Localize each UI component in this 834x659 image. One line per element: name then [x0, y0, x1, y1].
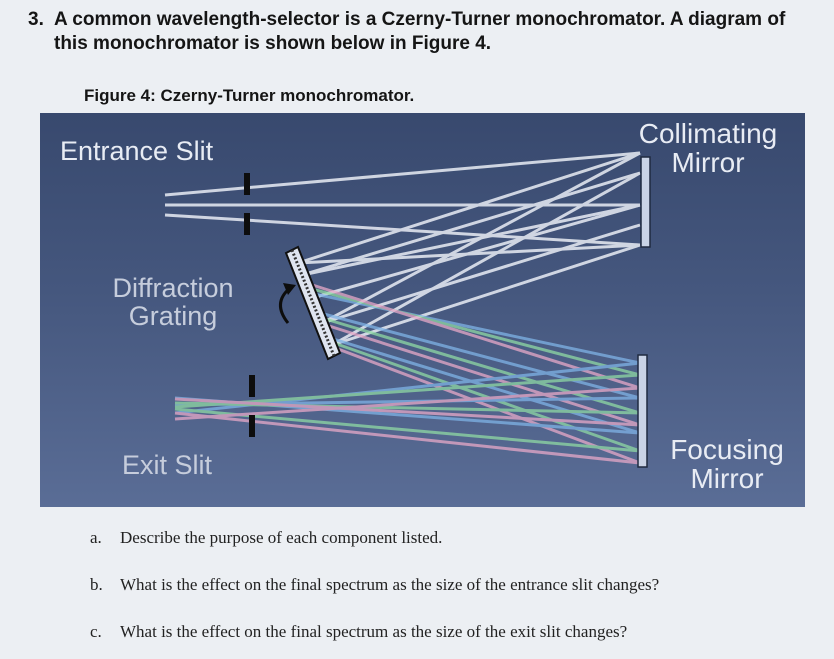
question-number: 3.	[28, 9, 44, 30]
collimating-mirror-label: Collimating Mirror	[623, 119, 793, 177]
focusing-mirror-label: Focusing Mirror	[652, 435, 802, 493]
collimating-mirror	[640, 156, 651, 248]
sub-question-letter: c.	[90, 622, 102, 641]
diagram-graphic	[164, 151, 651, 468]
focusing-mirror-label-line2: Mirror	[690, 463, 764, 494]
diffraction-grating-label: Diffraction Grating	[98, 274, 248, 330]
diffraction-grating-label-line2: Grating	[128, 301, 218, 331]
entrance-slit-label: Entrance Slit	[60, 136, 214, 166]
entrance-slit	[244, 173, 250, 235]
sub-question-letter: a.	[90, 528, 102, 547]
question-text: A common wavelength-selector is a Czerny…	[54, 9, 786, 54]
exit-slit-label: Exit Slit	[122, 450, 213, 480]
figure-caption: Figure 4: Czerny-Turner monochromator.	[84, 86, 415, 105]
sub-question-text: What is the effect on the final spectrum…	[120, 575, 660, 594]
monochromator-diagram: Entrance Slit Collimating Mirror Diffrac…	[40, 113, 805, 507]
sub-question-text: What is the effect on the final spectrum…	[120, 622, 628, 641]
diffraction-grating-label-line1: Diffraction	[112, 273, 234, 303]
focusing-mirror	[637, 354, 648, 468]
focusing-mirror-label-line1: Focusing	[670, 434, 784, 465]
sub-question-letter: b.	[90, 575, 103, 594]
collimating-mirror-label-line2: Mirror	[671, 147, 745, 178]
diffraction-grating	[279, 245, 342, 361]
sub-question-text: Describe the purpose of each component l…	[120, 528, 443, 547]
collimating-mirror-label-line1: Collimating	[638, 118, 778, 149]
exit-slit	[249, 375, 255, 437]
dispersed-beams	[174, 281, 641, 465]
